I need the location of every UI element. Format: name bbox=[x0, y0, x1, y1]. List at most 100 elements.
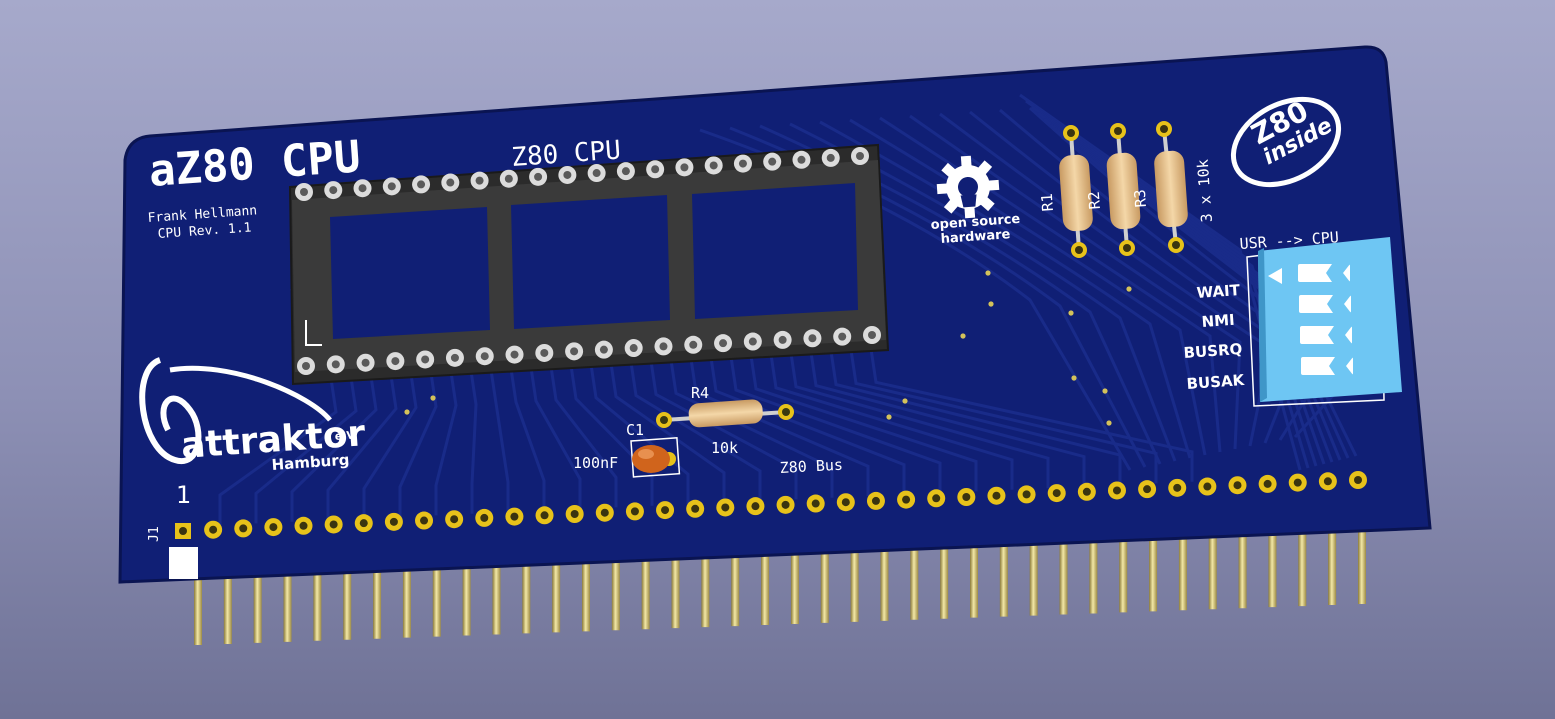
pad-hole bbox=[1233, 481, 1242, 490]
r4-value: 10k bbox=[711, 439, 738, 457]
pad-hole bbox=[1354, 476, 1362, 484]
pad-hole bbox=[811, 499, 820, 508]
socket-pin-hole bbox=[421, 355, 430, 364]
socket-pin-hole bbox=[680, 163, 689, 172]
dip-switch bbox=[1246, 237, 1402, 407]
resistor-ref: R2 bbox=[1085, 191, 1104, 210]
pcb-trace bbox=[568, 358, 654, 506]
socket-pin-hole bbox=[387, 182, 396, 191]
pad-hole bbox=[600, 508, 609, 517]
pad-hole bbox=[691, 504, 700, 513]
pad-hole bbox=[269, 523, 278, 532]
socket-pin-hole bbox=[738, 159, 747, 168]
header-pin bbox=[432, 567, 441, 637]
header-pin bbox=[850, 549, 859, 622]
pcb-trace bbox=[548, 359, 618, 508]
socket-pin-hole bbox=[719, 339, 728, 348]
pad-hole bbox=[962, 493, 971, 501]
header-pin bbox=[1238, 533, 1247, 609]
socket-pin-hole bbox=[563, 170, 572, 179]
socket-pin-hole bbox=[838, 332, 847, 341]
gear-tooth bbox=[941, 162, 959, 180]
via bbox=[1071, 375, 1077, 381]
socket-pin-hole bbox=[599, 345, 608, 354]
pad-hole bbox=[1082, 487, 1091, 496]
header-pin bbox=[820, 551, 829, 623]
socket-pin-hole bbox=[480, 352, 489, 361]
header-pin bbox=[671, 557, 680, 629]
header-pin bbox=[1268, 531, 1277, 608]
via bbox=[902, 398, 908, 404]
via bbox=[1106, 420, 1112, 426]
resistor-pad-hole bbox=[1123, 244, 1131, 252]
board-revision: CPU Rev. 1.1 bbox=[157, 220, 252, 242]
header-pin bbox=[701, 556, 710, 628]
header-pin bbox=[1208, 534, 1217, 610]
header-pin bbox=[492, 565, 501, 635]
pad-hole bbox=[1112, 486, 1121, 495]
gear-tooth bbox=[964, 203, 976, 219]
header-pin bbox=[373, 570, 382, 639]
pad-hole bbox=[1263, 479, 1272, 488]
dip-label: BUSAK bbox=[1186, 371, 1246, 393]
socket-pin-hole bbox=[391, 357, 400, 366]
resistor-pad-hole bbox=[1160, 125, 1168, 133]
header-pin bbox=[910, 547, 919, 620]
pcb-trace bbox=[849, 118, 1207, 456]
header-pin bbox=[462, 566, 471, 636]
pcb-trace bbox=[608, 356, 726, 503]
socket-pin-hole bbox=[659, 342, 668, 351]
socket-pin-hole bbox=[475, 176, 484, 185]
osh-logo: open source hardware bbox=[930, 155, 1021, 247]
header-pin bbox=[343, 571, 352, 640]
socket-pin-hole bbox=[358, 184, 367, 193]
header-pin bbox=[761, 553, 770, 626]
c1-value: 100nF bbox=[573, 454, 618, 472]
socket-pin-hole bbox=[748, 337, 757, 346]
pad-hole bbox=[239, 524, 248, 533]
pcb-trace bbox=[668, 353, 834, 498]
via bbox=[988, 301, 994, 307]
header-pin bbox=[1298, 530, 1307, 607]
socket-pin-hole bbox=[504, 174, 513, 183]
pcb-trace bbox=[879, 116, 1222, 453]
socket-pin-hole bbox=[621, 167, 630, 176]
osh-line2: hardware bbox=[940, 227, 1011, 247]
pcb-trace bbox=[326, 368, 398, 521]
pcb-trace bbox=[588, 357, 690, 505]
via bbox=[1068, 310, 1074, 316]
dip-label: BUSRQ bbox=[1183, 340, 1243, 362]
socket-pin-hole bbox=[450, 353, 459, 362]
pad-hole bbox=[630, 507, 639, 516]
pad-hole bbox=[992, 491, 1001, 500]
pcb-trace bbox=[708, 350, 906, 495]
pad-hole bbox=[1203, 482, 1212, 491]
pcb-trace bbox=[468, 364, 478, 514]
pin1-silk-square bbox=[169, 547, 198, 579]
pad-hole bbox=[1323, 477, 1332, 486]
resistor-r4 bbox=[656, 399, 794, 428]
via bbox=[985, 270, 991, 276]
pad-hole bbox=[570, 510, 579, 518]
pad-hole bbox=[1173, 483, 1182, 492]
socket-pin-hole bbox=[302, 362, 310, 370]
socket-pin-hole bbox=[709, 161, 718, 170]
socket-pin-hole bbox=[570, 347, 579, 356]
socket-pin-hole bbox=[778, 335, 787, 344]
socket-pin-hole bbox=[768, 157, 777, 166]
pcb-trace bbox=[254, 370, 358, 524]
gear-tooth bbox=[984, 179, 1000, 191]
dip-toggle-knob bbox=[1326, 264, 1350, 282]
pcb-trace bbox=[688, 351, 870, 497]
socket-pin-hole bbox=[629, 344, 638, 353]
pcb-trace bbox=[768, 347, 1014, 490]
socket-pin-hole bbox=[808, 334, 817, 343]
pad-hole bbox=[932, 494, 941, 503]
socket-pin-hole bbox=[534, 172, 543, 181]
capacitor-c1 bbox=[630, 436, 681, 478]
pad-hole bbox=[1143, 485, 1152, 494]
header-pin bbox=[1178, 535, 1187, 611]
pad-hole bbox=[329, 520, 338, 529]
resistor-ref: R1 bbox=[1038, 193, 1057, 212]
